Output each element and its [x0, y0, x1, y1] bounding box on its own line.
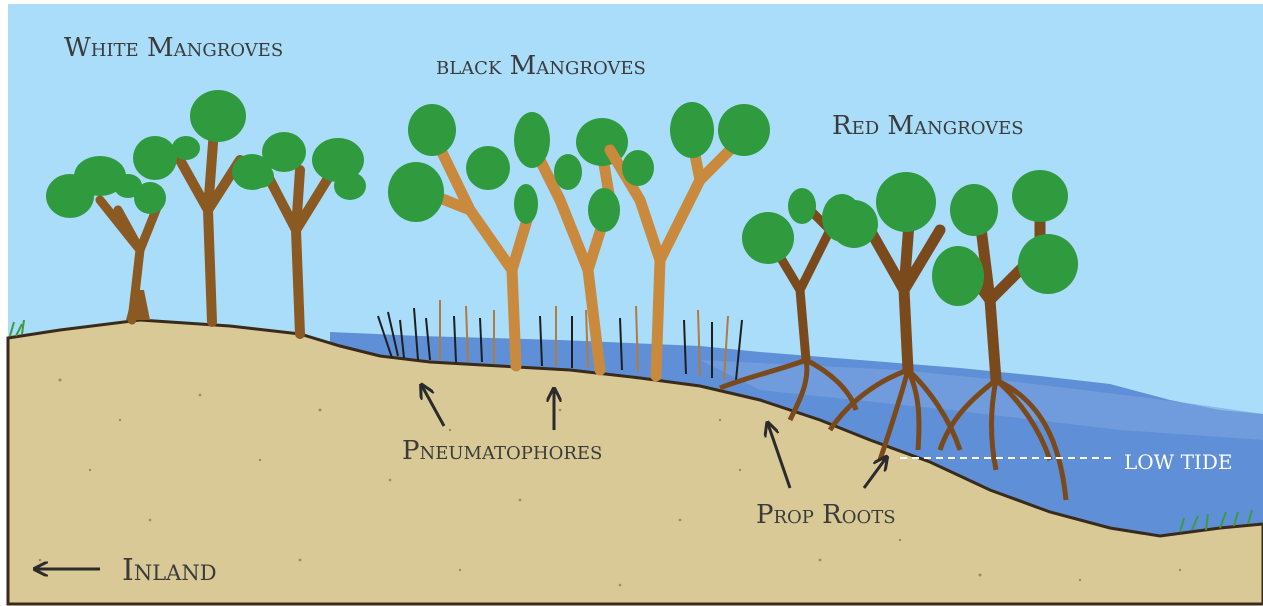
- label-low-tide: LOW TIDE: [1124, 450, 1232, 474]
- label-prop-roots: Prop Roots: [756, 500, 896, 530]
- label-red-mangroves: Red Mangroves: [832, 111, 1024, 141]
- label-pneumatophores: Pneumatophores: [402, 436, 602, 466]
- label-inland: Inland: [122, 553, 217, 588]
- label-white-mangroves: White Mangroves: [64, 33, 283, 63]
- label-black-mangroves: black Mangroves: [436, 51, 646, 81]
